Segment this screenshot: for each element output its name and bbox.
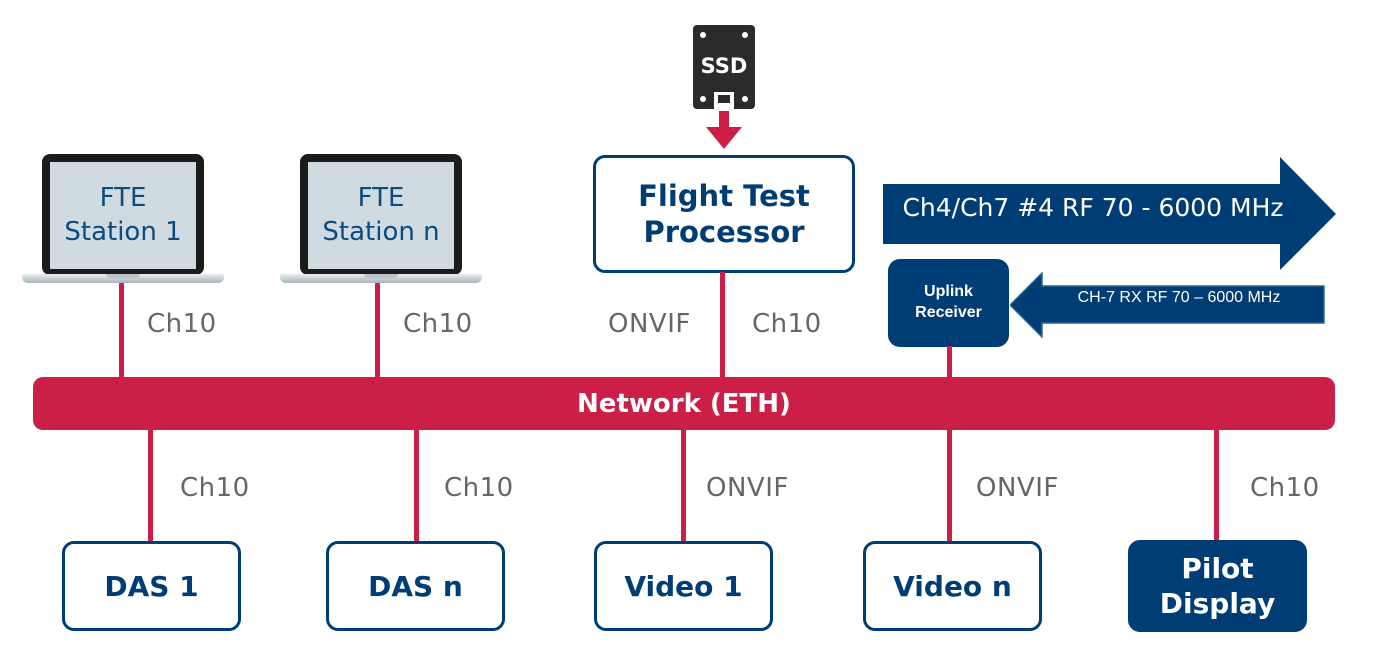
video-1-box[interactable]: Video 1 — [594, 541, 773, 631]
link-label-ftp-onvif: ONVIF — [608, 309, 691, 339]
ftp-label-line2: Processor — [643, 215, 805, 249]
downlink-label: Ch4/Ch7 #4 RF 70 - 6000 MHz — [902, 193, 1284, 222]
uplink-receiver-label-line2: Receiver — [915, 304, 982, 321]
network-bus-label: Network (ETH) — [577, 388, 791, 419]
connector-video-n — [947, 429, 952, 543]
uplink-arrow — [1010, 272, 1325, 338]
connector-video-1 — [681, 429, 686, 543]
connector-uplink-receiver — [947, 346, 952, 379]
flight-test-processor[interactable]: Flight Test Processor — [593, 155, 855, 273]
connector-das-n — [414, 429, 419, 543]
ssd-icon: SSD — [693, 25, 755, 149]
video-1-label: Video 1 — [624, 569, 743, 603]
link-label-fte-station-1: Ch10 — [147, 309, 217, 339]
arrow-left-icon — [1010, 272, 1325, 338]
connector-flight-test-processor — [720, 272, 725, 379]
uplink-label: CH-7 RX RF 70 – 6000 MHz — [1077, 289, 1281, 306]
das-n-box[interactable]: DAS n — [326, 541, 505, 631]
fte-station-n-label-line2: Station n — [322, 216, 440, 247]
das-1-box[interactable]: DAS 1 — [62, 541, 241, 631]
ssd-label: SSD — [701, 54, 748, 78]
pilot-display-box[interactable]: Pilot Display — [1128, 540, 1307, 632]
link-label-pilot-display: Ch10 — [1250, 473, 1320, 503]
downlink-arrow — [883, 157, 1336, 270]
laptop-screen: FTE Station 1 — [42, 154, 204, 275]
link-label-video-n: ONVIF — [976, 473, 1059, 503]
network-bus: Network (ETH) — [33, 377, 1335, 430]
link-label-ftp-ch10: Ch10 — [752, 309, 822, 339]
video-n-label: Video n — [893, 569, 1012, 603]
uplink-receiver[interactable]: Uplink Receiver — [888, 259, 1009, 347]
arrow-down-icon — [706, 127, 742, 149]
fte-station-1[interactable]: FTE Station 1 — [22, 154, 224, 284]
link-label-fte-station-n: Ch10 — [403, 309, 473, 339]
connector-pilot-display — [1214, 429, 1219, 543]
arrow-right-icon — [883, 157, 1336, 270]
connector-fte-station-n — [375, 283, 380, 379]
uplink-receiver-label-line1: Uplink — [924, 283, 973, 301]
laptop-screen: FTE Station n — [300, 154, 462, 275]
fte-station-n-label-line1: FTE — [357, 182, 405, 213]
laptop-notch — [364, 274, 398, 278]
fte-station-1-label-line2: Station 1 — [64, 216, 182, 247]
das-1-label: DAS 1 — [104, 569, 199, 603]
link-label-das-1: Ch10 — [180, 473, 250, 503]
fte-station-1-label-line1: FTE — [99, 182, 147, 213]
laptop-base — [22, 274, 224, 283]
das-n-label: DAS n — [368, 569, 463, 603]
link-label-video-1: ONVIF — [706, 473, 789, 503]
link-label-das-n: Ch10 — [444, 473, 514, 503]
connector-fte-station-1 — [119, 283, 124, 379]
ftp-label-line1: Flight Test — [638, 178, 810, 213]
pilot-display-label-line2: Display — [1159, 587, 1276, 620]
laptop-base — [280, 274, 482, 283]
connector-das-1 — [148, 429, 153, 543]
fte-station-n[interactable]: FTE Station n — [280, 154, 482, 284]
pilot-display-label-line1: Pilot — [1181, 552, 1254, 585]
laptop-notch — [106, 274, 140, 278]
video-n-box[interactable]: Video n — [863, 541, 1042, 631]
